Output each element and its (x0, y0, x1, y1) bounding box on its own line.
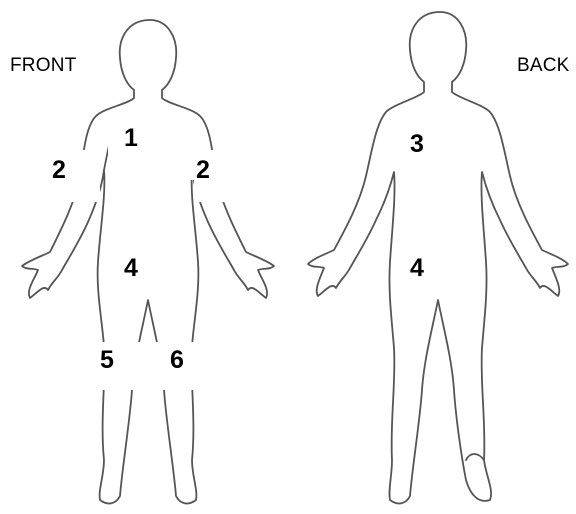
back-label: BACK (517, 55, 570, 77)
zone-front-thigh-left: 5 (98, 342, 150, 390)
zone-back-lower: 4 (408, 246, 464, 298)
zone-number-4-front: 4 (124, 256, 138, 281)
zone-number-1: 1 (124, 126, 138, 151)
zone-number-6: 6 (170, 348, 184, 373)
front-label: FRONT (10, 55, 76, 77)
zone-number-5: 5 (100, 348, 114, 373)
zone-front-chest: 1 (108, 120, 194, 180)
zone-front-abdomen: 4 (120, 246, 184, 298)
zone-front-thigh-right: 6 (150, 342, 202, 390)
zone-number-2-right: 2 (196, 158, 210, 183)
zone-back-upper: 3 (408, 124, 454, 168)
zone-front-arm-right: 2 (194, 150, 242, 202)
zone-front-arm-left: 2 (48, 150, 100, 202)
zone-number-3: 3 (410, 132, 424, 157)
zone-number-2-left: 2 (52, 158, 66, 183)
zone-number-4-back: 4 (410, 256, 424, 281)
